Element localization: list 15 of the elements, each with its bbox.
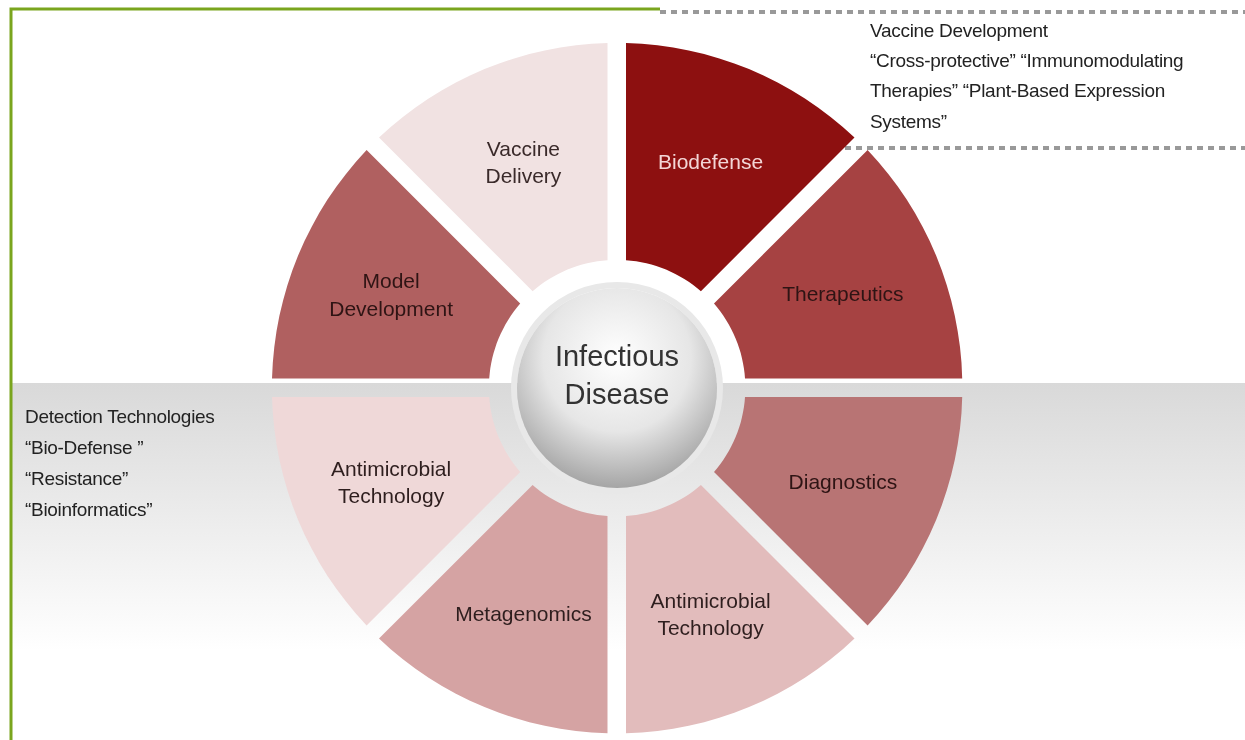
note-text: “Bioinformatics” [25, 498, 153, 522]
center-label: Infectious Disease [553, 339, 681, 412]
segment-label: Therapeutics [782, 281, 904, 308]
note-text: “Resistance” [25, 467, 129, 491]
note-heading: Vaccine Development [870, 19, 1048, 43]
segment-label: Metagenomics [455, 601, 592, 628]
segment-label: Vaccine Delivery [484, 135, 563, 190]
note-heading: Detection Technologies [25, 405, 215, 429]
segment-label: Biodefense [658, 149, 764, 176]
note-text: “Bio-Defense ” [25, 436, 144, 460]
segment-label: Model Development [328, 268, 454, 322]
segment-label: Antimicrobial Technology [330, 455, 453, 509]
segment-label: Diagnostics [788, 468, 898, 495]
segment-label: Antimicrobial Technology [649, 587, 772, 641]
note-text: “Cross-protective” “Immunomodulating Therapies” “Plant-Based Expression Systems” [870, 49, 1185, 134]
